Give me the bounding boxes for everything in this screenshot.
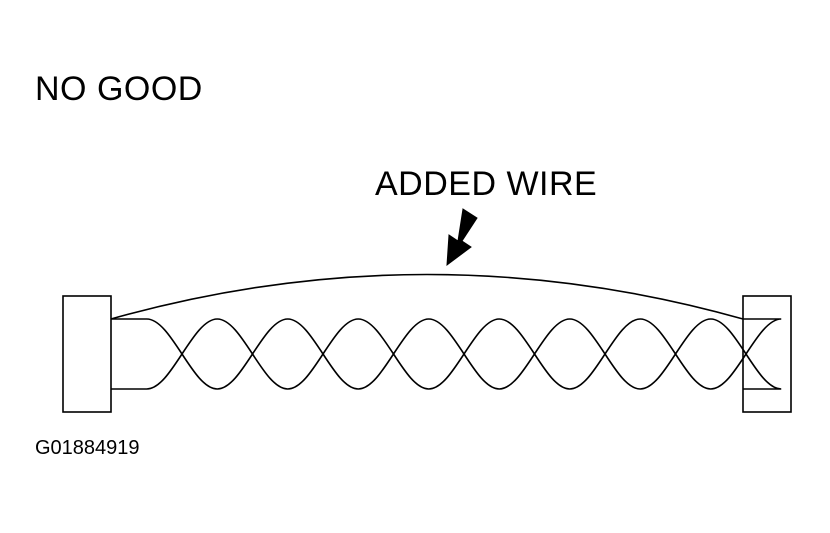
status-label: NO GOOD [35,70,203,108]
added-wire [110,273,744,320]
added-wire-label: ADDED WIRE [375,165,598,203]
twisted-pair-wires [111,318,782,390]
callout-arrow [446,208,478,267]
figure-id: G01884919 [35,437,140,459]
left-connector [62,295,112,413]
twisted-wire-b [111,318,782,390]
right-connector [742,295,792,413]
